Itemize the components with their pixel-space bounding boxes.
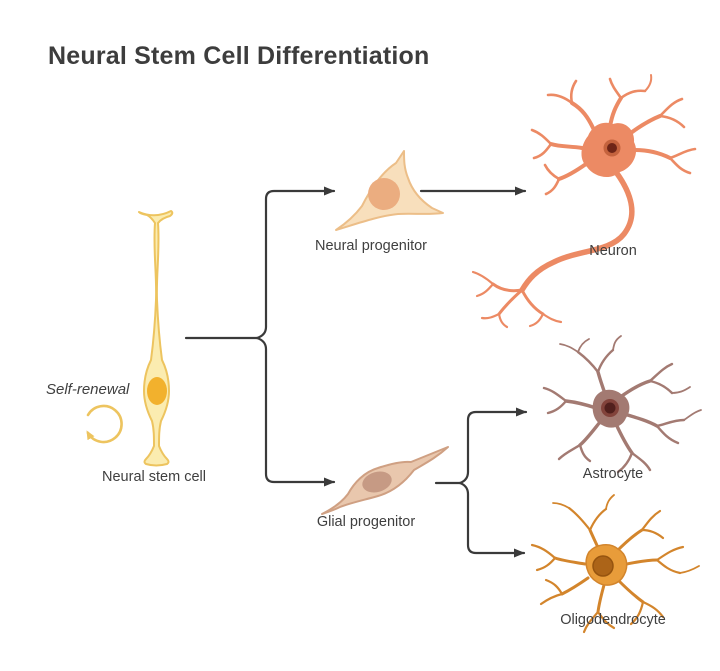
edge-split-neural-progenitor [255,186,336,340]
stem-cell-nucleus [147,377,167,405]
astrocyte-illustration [542,335,702,474]
glial-progenitor-illustration [321,446,449,515]
neural-progenitor-label: Neural progenitor [314,238,428,254]
self-renewal-label: Self-renewal [46,381,130,398]
edge-split-glial-progenitor [255,336,336,487]
glial-progenitor-label: Glial progenitor [316,514,416,530]
flow-arrows [184,186,528,558]
neuron-illustration [471,74,697,329]
edge-split-astrocyte [458,407,528,485]
glial-progenitor-nucleus [362,471,392,493]
neural-progenitor-illustration [335,150,444,231]
neuron-nucleus [607,143,617,153]
neuron-label: Neuron [589,243,637,259]
self-renewal-arrow-icon [86,404,123,444]
astrocyte-nucleus [604,402,616,414]
oligodendrocyte-illustration [530,494,700,634]
oligodendrocyte-nucleus [592,555,614,577]
neural-stem-cell-label: Neural stem cell [102,469,206,485]
neural-progenitor-nucleus [368,178,400,210]
oligodendrocyte-label: Oligodendrocyte [560,612,666,628]
edge-split-oligodendrocyte [458,481,526,558]
page-title: Neural Stem Cell Differentiation [48,42,430,70]
astrocyte-label: Astrocyte [582,466,644,482]
neural-stem-cell-illustration [138,210,174,467]
